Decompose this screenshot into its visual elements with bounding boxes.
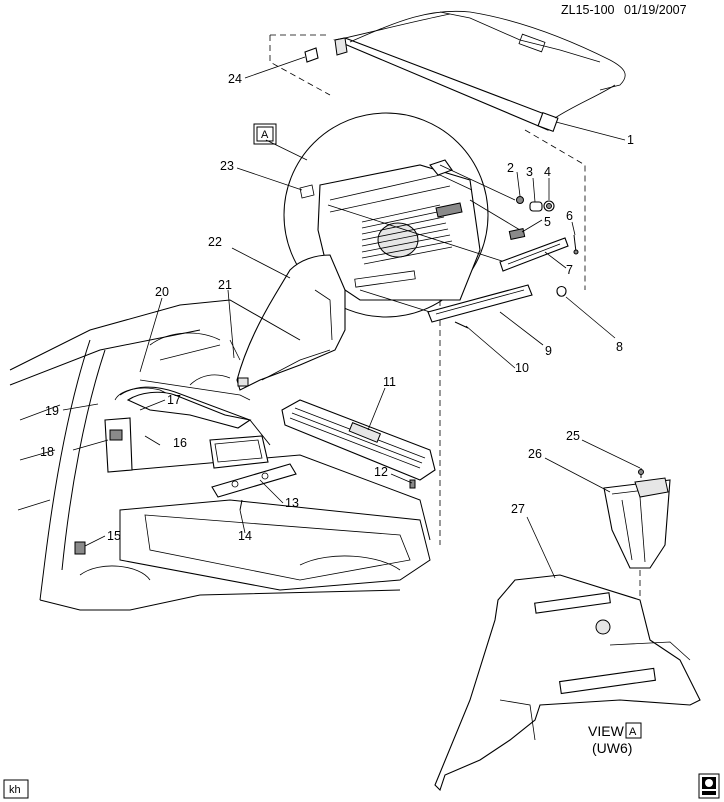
- callout-2: 2: [507, 161, 514, 175]
- callout-22: 22: [208, 235, 222, 249]
- callout-9: 9: [545, 344, 552, 358]
- hardware-items: [454, 196, 579, 329]
- callout-18: 18: [40, 445, 54, 459]
- callout-26: 26: [528, 447, 542, 461]
- trim-17: [126, 391, 252, 429]
- cargo-cover-roller: [333, 10, 626, 133]
- callout-24: 24: [228, 72, 242, 86]
- sill-plate: [281, 399, 436, 489]
- vehicle-body: [9, 299, 431, 611]
- clip-24: [304, 47, 319, 63]
- callout-13: 13: [285, 496, 299, 510]
- callout-20: 20: [155, 285, 169, 299]
- callout-15: 15: [107, 529, 121, 543]
- callout-19: 19: [45, 404, 59, 418]
- detail-marker-box: A: [253, 123, 277, 145]
- callout-17: 17: [167, 393, 181, 407]
- bracket-9: [427, 284, 533, 323]
- callout-4: 4: [544, 165, 551, 179]
- view-label-option: (UW6): [592, 740, 632, 756]
- bracket-7: [499, 237, 569, 272]
- callout-25: 25: [566, 429, 580, 443]
- callout-21: 21: [218, 278, 232, 292]
- callout-7: 7: [566, 263, 573, 277]
- service-logo-icon: [698, 773, 720, 799]
- footer-tag: kh: [3, 779, 29, 799]
- drawing-code: ZL15-100: [561, 3, 615, 17]
- callout-16: 16: [173, 436, 187, 450]
- callout-3: 3: [526, 165, 533, 179]
- callout-numbers: 1 2 3 4 5 6 7 8 9 10 11 12 13 14 15 16 1…: [40, 72, 634, 543]
- detail-marker-letter: A: [261, 129, 269, 141]
- footer-tag-text: kh: [9, 784, 21, 796]
- detail-leaders: [327, 164, 521, 313]
- callout-1: 1: [627, 133, 634, 147]
- callout-27: 27: [511, 502, 525, 516]
- view-label: VIEW A (UW6): [588, 722, 642, 756]
- detail-circle: [283, 112, 489, 318]
- view-label-text: VIEW: [588, 723, 625, 739]
- bracket-13: [211, 463, 297, 511]
- callout-8: 8: [616, 340, 623, 354]
- callout-6: 6: [566, 209, 573, 223]
- callout-23: 23: [220, 159, 234, 173]
- quarter-trim-panel: [236, 254, 346, 391]
- callout-14: 14: [238, 529, 252, 543]
- callout-leaders: [62, 56, 641, 579]
- callout-11: 11: [383, 375, 396, 389]
- view-label-marker: A: [629, 726, 637, 738]
- storage-bin: [603, 468, 671, 569]
- drawing-date: 01/19/2007: [624, 3, 687, 17]
- quarter-panel-view-a: [434, 574, 701, 792]
- callout-12: 12: [374, 465, 388, 479]
- callout-10: 10: [515, 361, 529, 375]
- callout-5: 5: [544, 215, 551, 229]
